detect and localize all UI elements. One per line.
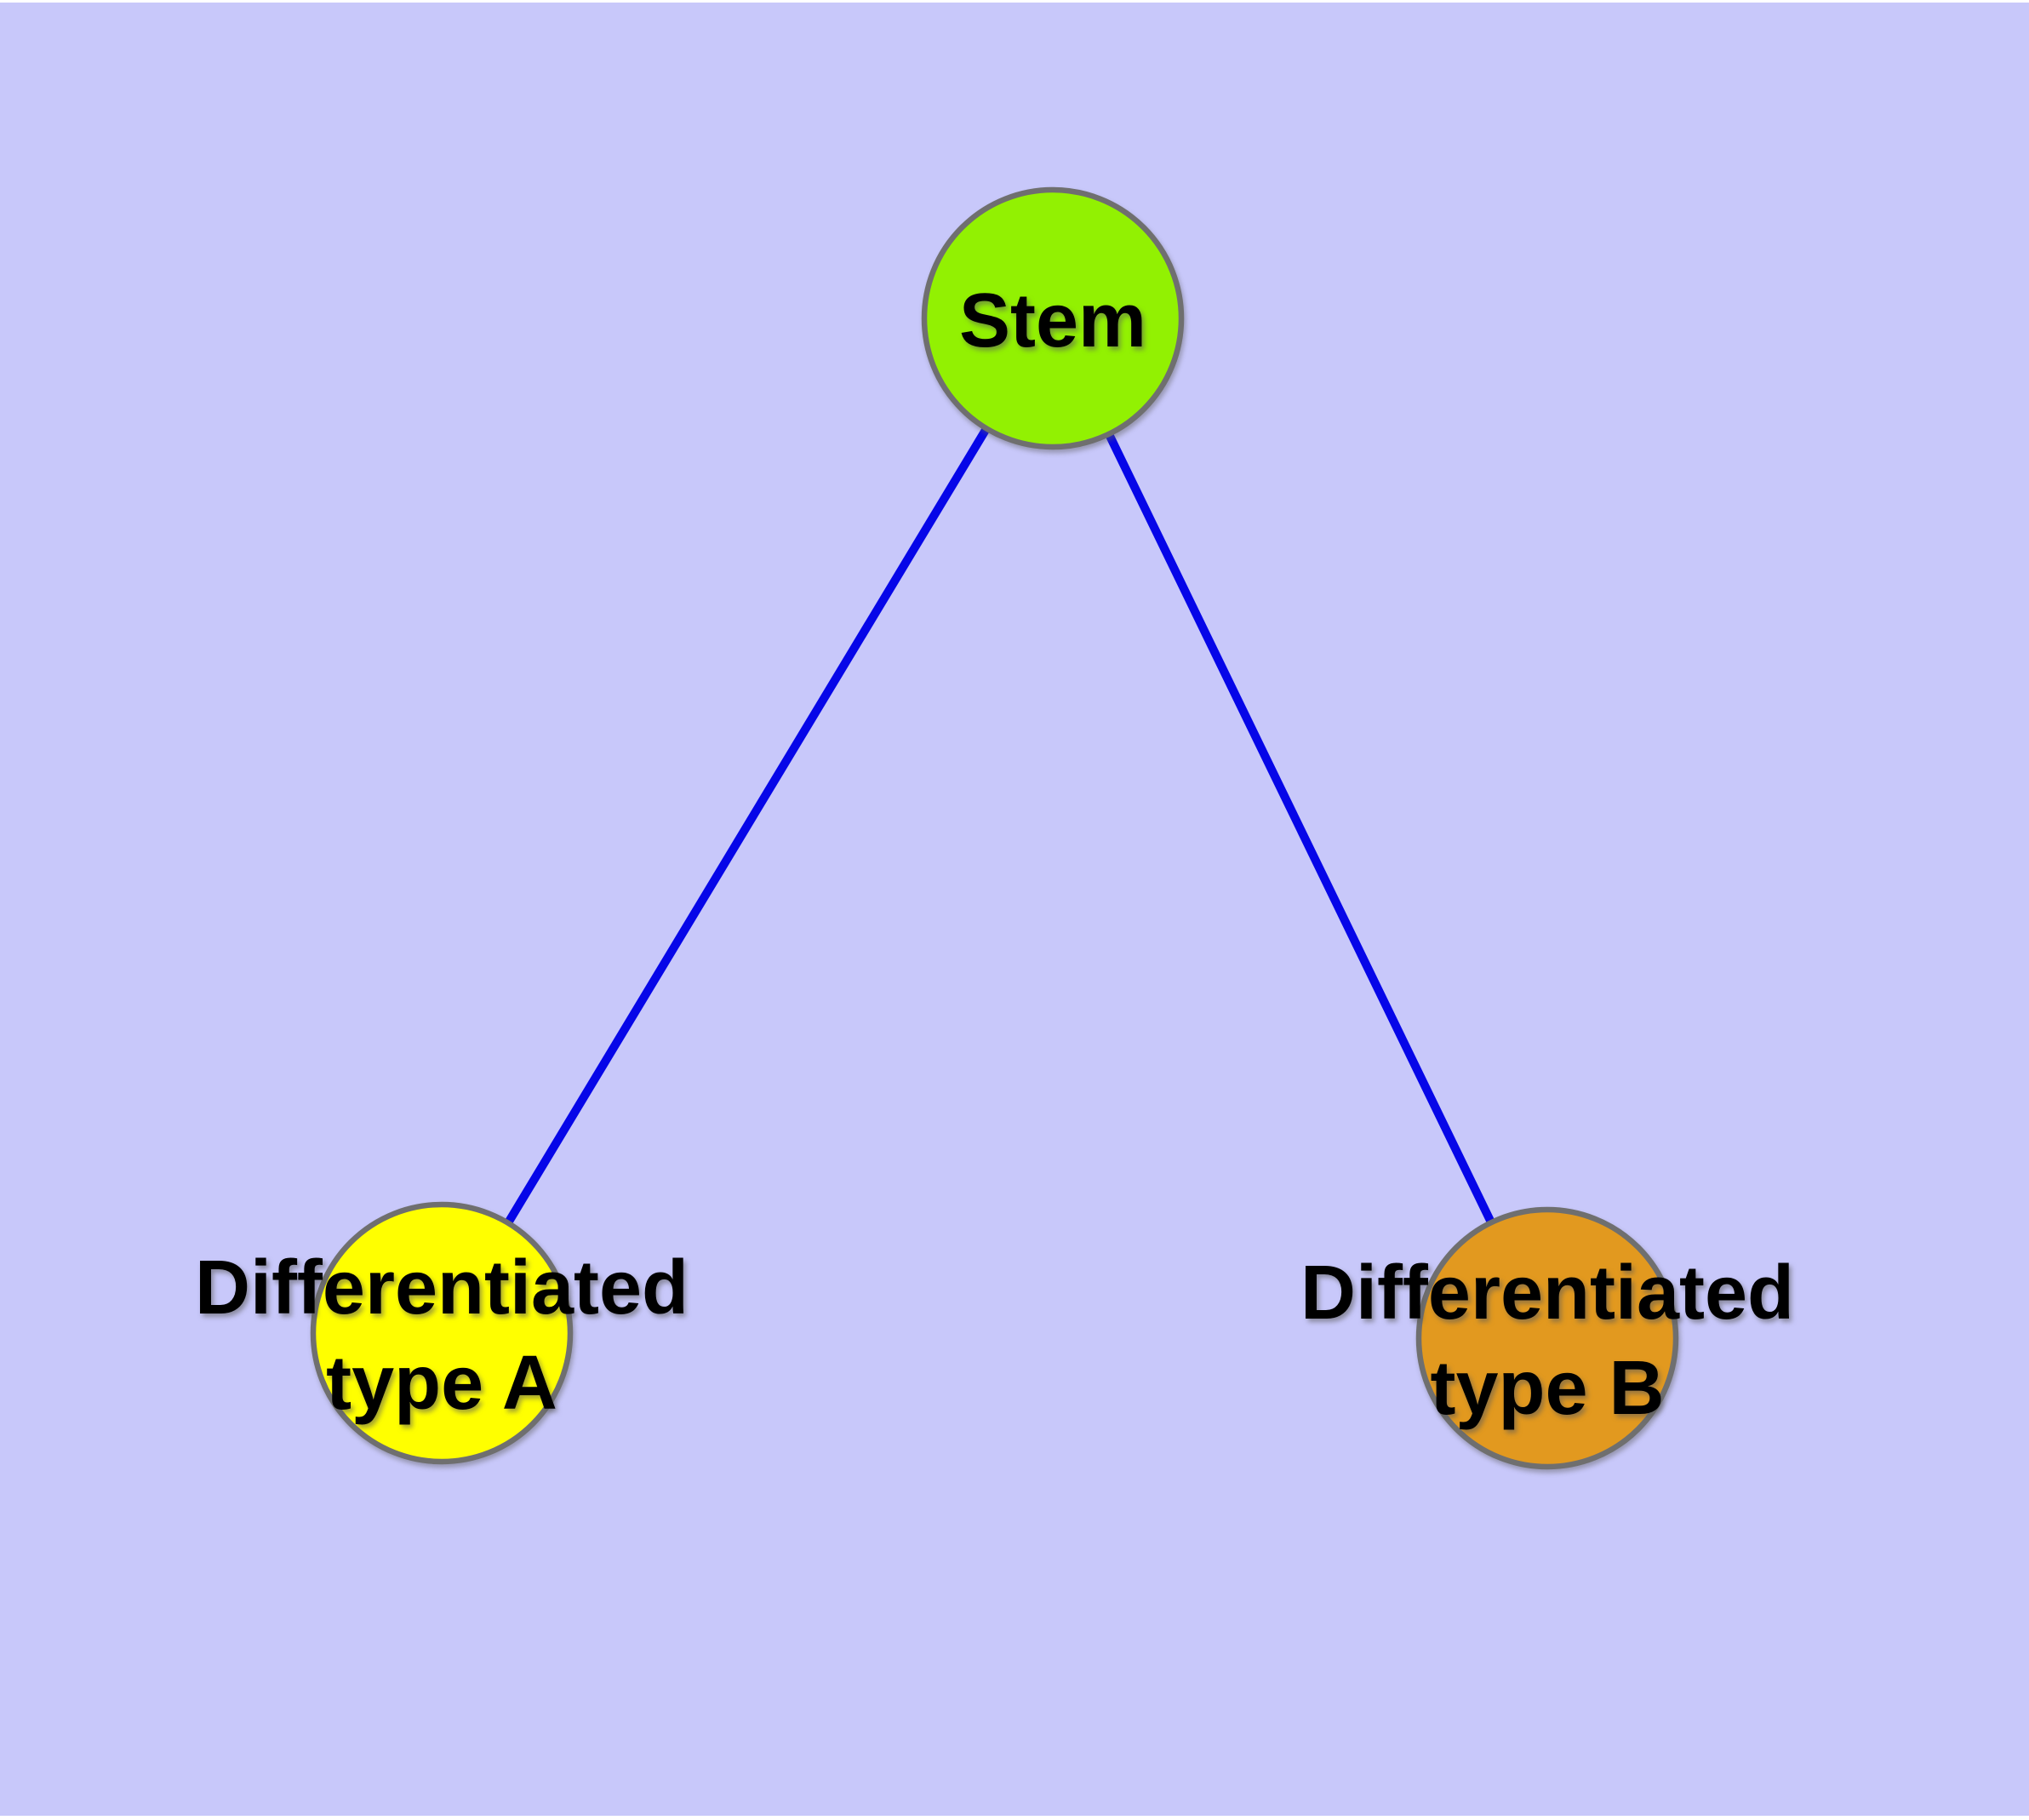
node-label-line: Differentiated [195,1245,689,1331]
node-label-line: Differentiated [1300,1251,1794,1336]
node-label-line: Stem [959,278,1146,363]
node-label-differentiated-type-b: Differentiated type B [1300,1251,1794,1431]
node-label-line: type A [326,1341,557,1426]
node-label-line: type B [1430,1346,1664,1431]
node-label-stem: Stem [959,278,1146,363]
node-differentiated-type-a [310,1201,574,1465]
node-stem [921,186,1185,450]
node-label-differentiated-type-a: Differentiated type A [195,1245,689,1426]
node-differentiated-type-b [1415,1206,1679,1470]
edge-stem-to-differentiated-type-a [437,316,1057,1336]
edge-stem-to-differentiated-type-b [1049,316,1552,1341]
